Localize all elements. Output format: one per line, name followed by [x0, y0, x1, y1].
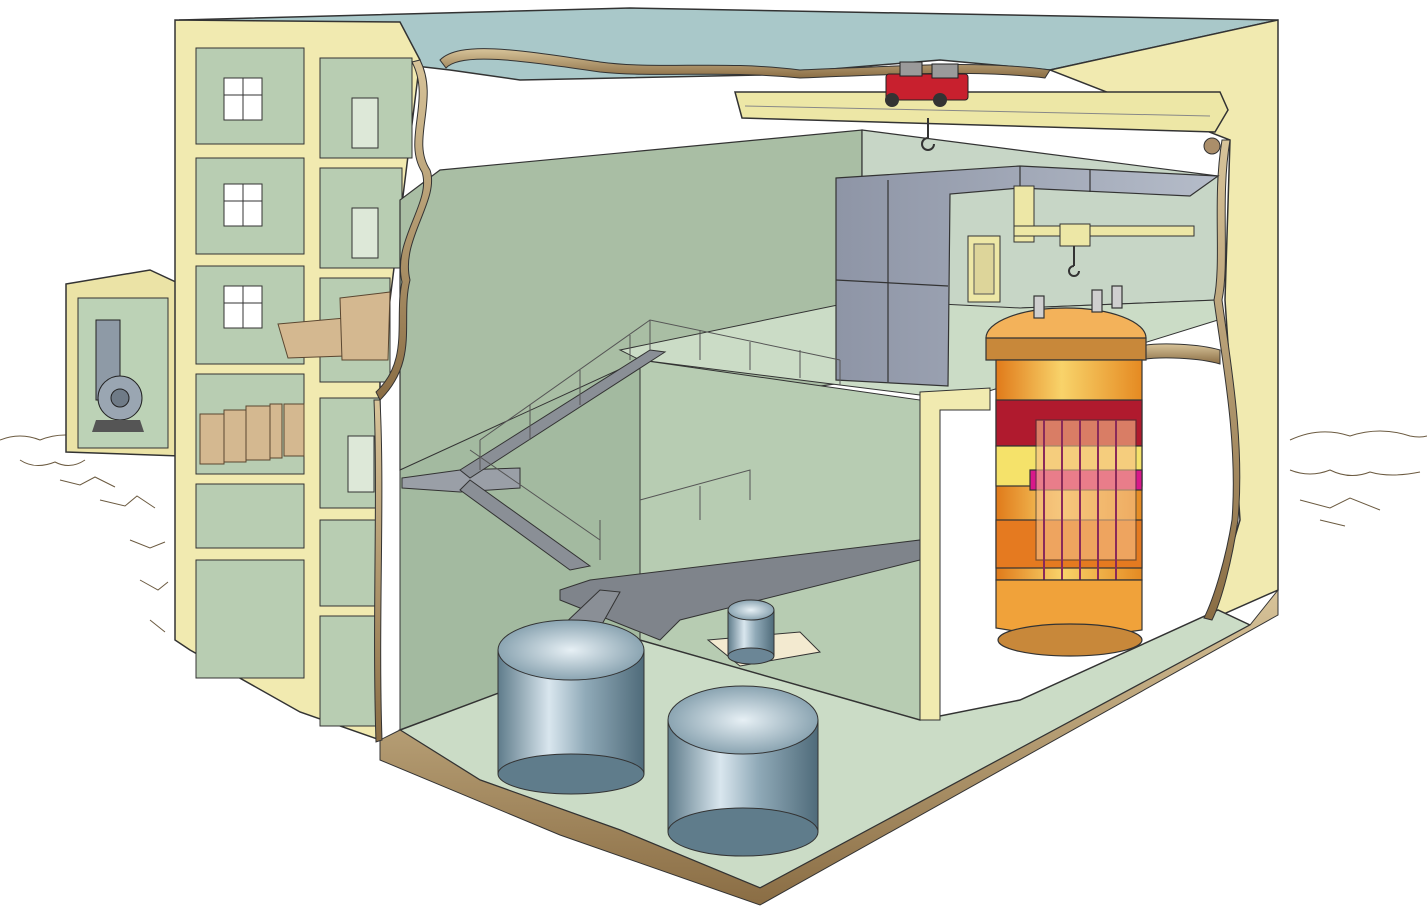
- storage-tank-small: [706, 599, 822, 667]
- control-cabinet: [967, 235, 1001, 303]
- cut-edges: [373, 48, 1241, 743]
- crane-hook-icon: [921, 118, 935, 151]
- support-pillar: [919, 387, 991, 721]
- reactor-vessel: [985, 285, 1147, 657]
- storage-crates: [199, 291, 391, 465]
- storage-tank-large-left: [497, 619, 645, 795]
- storage-tank-large-right: [667, 685, 819, 857]
- reactor-drive-mechanisms: [1033, 285, 1123, 319]
- ventilation-fan-icon: [92, 319, 144, 432]
- overhead-bridge-crane: [734, 61, 1229, 155]
- jib-crane: [1013, 185, 1195, 277]
- outbuilding: [65, 269, 181, 457]
- crane-trolley-icon: [885, 61, 969, 107]
- office-block: [174, 19, 421, 742]
- floor-edge: [379, 588, 1279, 906]
